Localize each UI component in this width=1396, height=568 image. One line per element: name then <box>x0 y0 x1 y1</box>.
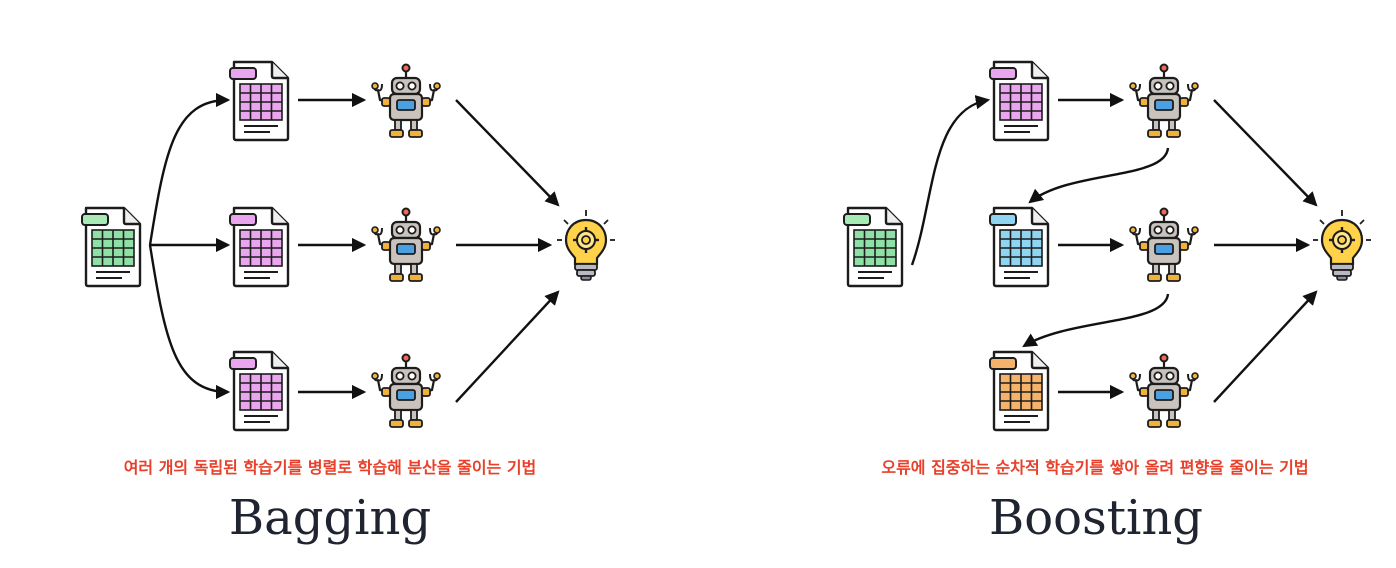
boosting-arrow-robot2-to-data3 <box>1022 293 1170 348</box>
bagging-arrow-source-to-1 <box>148 92 231 246</box>
boosting-arrow-robot1-to-data2 <box>1028 147 1170 204</box>
bagging-dataset-2-icon <box>229 206 290 288</box>
boosting-lightbulb-icon <box>1311 208 1373 282</box>
bagging-arrow-robot1-to-bulb <box>455 99 560 207</box>
bagging-dataset-3-icon <box>229 350 290 432</box>
bagging-source-dataset-icon <box>81 206 142 288</box>
boosting-robot-1-icon <box>1128 63 1200 139</box>
boosting-source-dataset-icon <box>843 206 904 288</box>
boosting-arrow-source-to-1 <box>910 95 991 266</box>
bagging-lightbulb-icon <box>555 208 617 282</box>
bagging-diagram <box>81 60 617 432</box>
bagging-caption: 여러 개의 독립된 학습기를 병렬로 학습해 분산을 줄이는 기법 <box>123 458 537 477</box>
boosting-caption: 오류에 집중하는 순차적 학습기를 쌓아 올려 편향을 줄이는 기법 <box>881 458 1309 477</box>
bagging-arrow-source-to-3 <box>148 244 231 400</box>
boosting-dataset-1-icon <box>989 60 1050 142</box>
bagging-robot-1-icon <box>370 63 442 139</box>
boosting-title: Boosting <box>989 490 1203 546</box>
boosting-robot-2-icon <box>1128 207 1200 283</box>
boosting-arrow-robot1-to-bulb <box>1213 99 1318 207</box>
boosting-robot-3-icon <box>1128 353 1200 429</box>
boosting-dataset-2-icon <box>989 206 1050 288</box>
bagging-robot-3-icon <box>370 353 442 429</box>
bagging-dataset-1-icon <box>229 60 290 142</box>
bagging-title: Bagging <box>228 490 432 546</box>
bagging-arrow-robot3-to-bulb <box>455 290 560 403</box>
boosting-dataset-3-icon <box>989 350 1050 432</box>
bagging-robot-2-icon <box>370 207 442 283</box>
boosting-arrow-robot3-to-bulb <box>1213 290 1318 403</box>
boosting-diagram <box>843 60 1373 432</box>
